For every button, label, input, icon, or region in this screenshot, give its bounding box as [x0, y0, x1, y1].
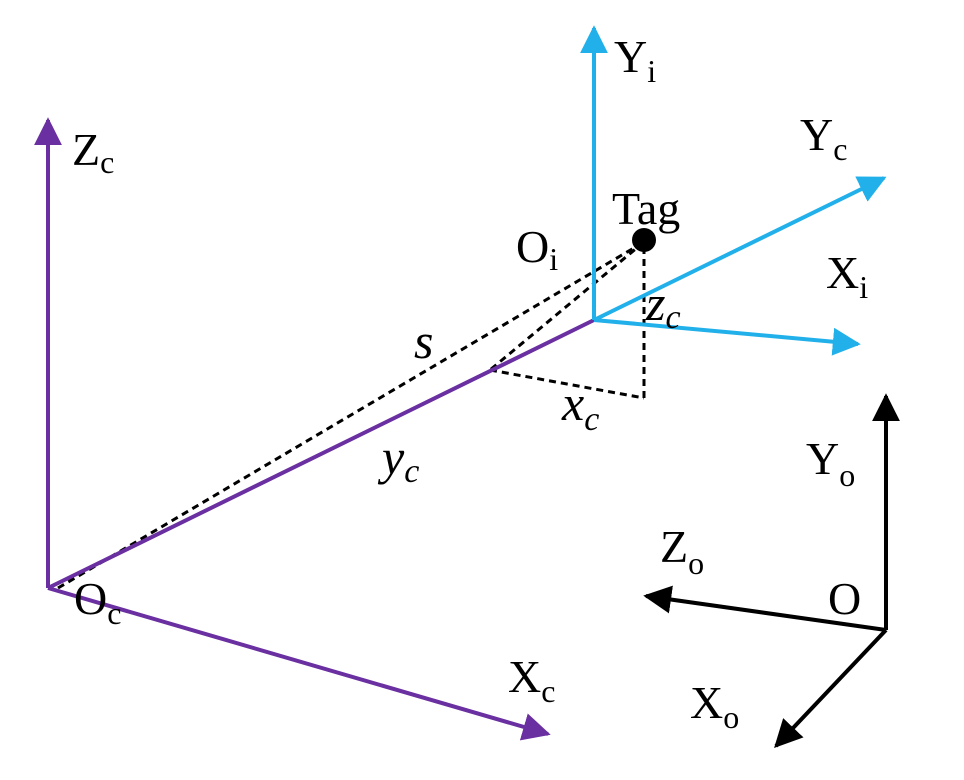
object-z-axis [643, 585, 887, 632]
camera-z-label: Zc [72, 124, 114, 180]
camera-x-label: Xc [508, 651, 555, 709]
tag-label: Tag [612, 183, 680, 234]
xc-label: xc [561, 375, 599, 438]
object-y-label: Yo [806, 433, 855, 493]
camera-y-label: Yc [800, 109, 847, 167]
camera-frame [34, 117, 595, 741]
object-x-axis [774, 628, 888, 749]
xc-line [489, 368, 645, 400]
tag-point [632, 228, 656, 252]
tag-x-label: Xi [826, 247, 868, 305]
tag-y-label: Yi [614, 31, 656, 89]
tag-origin-label: Oi [516, 221, 558, 277]
camera-x-axis [47, 586, 551, 741]
tag-frame [580, 25, 887, 356]
tag-to-yc-line [489, 240, 645, 372]
camera-origin-label: Oc [74, 573, 121, 631]
s-distance-line [57, 240, 645, 590]
camera-y-axis [47, 318, 595, 590]
object-z-label: Zo [660, 521, 704, 581]
tag-x-axis [593, 318, 861, 356]
camera-y-axis-extension [593, 176, 887, 322]
s-label: s [414, 313, 433, 369]
object-origin-label: O [828, 573, 861, 624]
measurement-lines [57, 240, 646, 590]
yc-label: yc [377, 429, 419, 490]
object-frame [643, 393, 900, 749]
object-x-label: Xo [690, 677, 739, 735]
zc-label: zc [645, 275, 681, 336]
